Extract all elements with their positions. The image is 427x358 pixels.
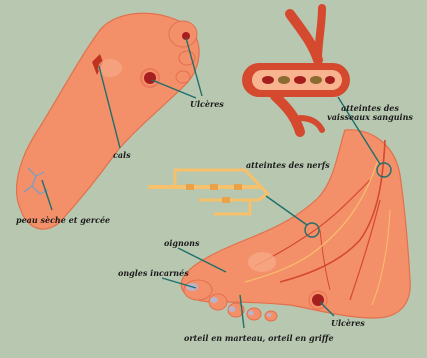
bunion-mark xyxy=(248,252,276,272)
label-nerves: atteintes des nerfs xyxy=(246,161,330,170)
label-ulcers-bottom: Ulcères xyxy=(331,319,365,328)
label-vessels: atteintes des vaisseaux sanguins xyxy=(327,104,413,122)
label-toes: orteil en marteau, orteil en griffe xyxy=(184,334,334,343)
label-bunions: oignons xyxy=(164,239,199,248)
label-vessels-line2: vaisseaux sanguins xyxy=(327,113,413,122)
label-ulcers-top: Ulcères xyxy=(190,100,224,109)
toe xyxy=(176,71,190,83)
label-dry-skin: peau sèche et gercée xyxy=(16,216,110,225)
ulcer-mark xyxy=(144,72,156,84)
label-calluses: cals xyxy=(113,151,131,160)
label-ingrown-nails: ongles incarnés xyxy=(118,269,189,278)
